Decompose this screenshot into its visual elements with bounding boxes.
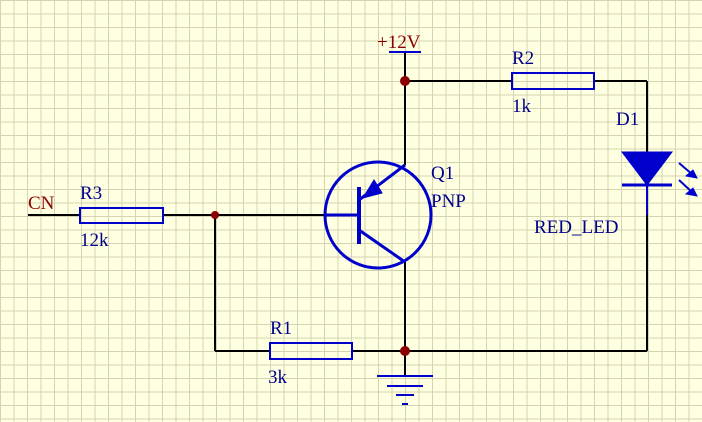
power-port-12v: +12V: [377, 32, 421, 53]
r2-value: 1k: [512, 96, 532, 117]
junction-ground: [400, 346, 410, 356]
resistor-r1: R1 3k: [268, 318, 353, 388]
transistor-q1: [323, 160, 433, 270]
led-d1: [620, 151, 698, 215]
r1-value: 3k: [268, 367, 288, 388]
resistor-r2: R2 1k: [511, 48, 595, 117]
net-label-cn: CN: [28, 193, 55, 214]
q1-emitter-arrow: [361, 179, 383, 199]
d1-designator: D1: [616, 109, 639, 130]
r2-designator: R2: [512, 48, 534, 69]
q1-designator: Q1: [431, 163, 454, 184]
ground-symbol: [377, 375, 433, 405]
junction-base-node: [211, 211, 219, 219]
r3-designator: R3: [80, 183, 102, 204]
r1-designator: R1: [270, 318, 292, 339]
junction-power: [400, 76, 410, 86]
power-label: +12V: [377, 32, 421, 53]
resistor-r3: R3 12k: [79, 183, 164, 251]
wires: [28, 52, 648, 376]
r3-value: 12k: [80, 230, 109, 251]
junctions: [211, 76, 410, 356]
q1-type: PNP: [431, 191, 466, 212]
d1-type: RED_LED: [534, 217, 618, 238]
